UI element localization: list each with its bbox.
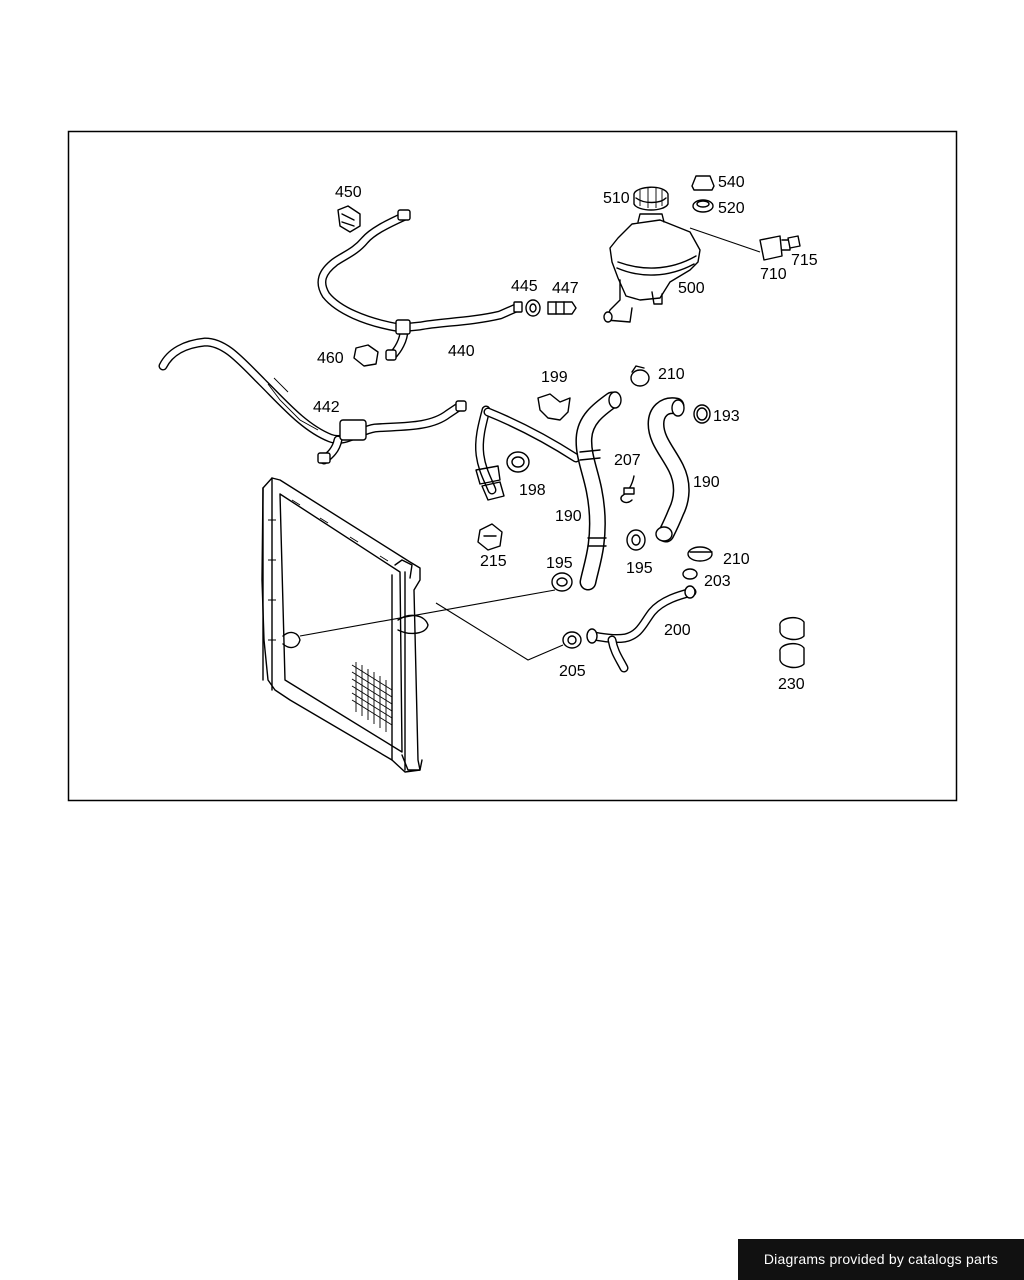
- leader-radiator-205: [435, 602, 564, 661]
- label-193: 193: [713, 408, 740, 425]
- radiator-fins: [351, 662, 393, 732]
- plug-540: [691, 175, 715, 191]
- clamp-210-top: [630, 365, 650, 387]
- label-447: 447: [552, 280, 579, 297]
- label-230: 230: [778, 676, 805, 693]
- label-440: 440: [448, 343, 475, 360]
- hose-440: [317, 209, 523, 361]
- label-203: 203: [704, 573, 731, 590]
- clamp-195-left: [551, 572, 573, 592]
- oring-203: [682, 568, 698, 580]
- clamp-207: [620, 475, 635, 504]
- leader-radiator-195: [299, 589, 556, 637]
- label-199: 199: [541, 369, 568, 386]
- clamp-445: [525, 299, 541, 317]
- label-215: 215: [480, 553, 507, 570]
- hose-190-right: [647, 397, 690, 543]
- oring-193: [693, 404, 711, 424]
- hose-200: [586, 585, 697, 673]
- clip-450: [337, 205, 361, 233]
- clamp-205: [562, 631, 582, 649]
- label-190-right: 190: [693, 474, 720, 491]
- cap-510: [633, 186, 669, 211]
- hose-442: [158, 337, 467, 465]
- radiator: [261, 477, 429, 773]
- sensor-715: [787, 235, 801, 249]
- label-715: 715: [791, 252, 818, 269]
- clamp-198: [506, 451, 530, 473]
- diagram-frame: [67, 130, 958, 802]
- label-210-top: 210: [658, 366, 685, 383]
- label-207: 207: [614, 452, 641, 469]
- label-442: 442: [313, 399, 340, 416]
- seal-520: [692, 199, 714, 213]
- label-445: 445: [511, 278, 538, 295]
- expansion-tank-500: [603, 213, 761, 323]
- sensor-710: [759, 235, 791, 261]
- clamp-195-right: [626, 529, 646, 551]
- clamp-210-bottom: [687, 546, 713, 562]
- clip-215: [477, 523, 503, 551]
- label-190-left: 190: [555, 508, 582, 525]
- clip-230: [779, 616, 805, 669]
- label-540: 540: [718, 174, 745, 191]
- label-460: 460: [317, 350, 344, 367]
- label-210-bottom: 210: [723, 551, 750, 568]
- clip-460: [353, 344, 379, 367]
- label-520: 520: [718, 200, 745, 217]
- label-510: 510: [603, 190, 630, 207]
- label-450: 450: [335, 184, 362, 201]
- clip-199: [537, 393, 571, 421]
- label-195-right: 195: [626, 560, 653, 577]
- label-500: 500: [678, 280, 705, 297]
- label-200: 200: [664, 622, 691, 639]
- label-195-left: 195: [546, 555, 573, 572]
- label-198: 198: [519, 482, 546, 499]
- credit-banner: Diagrams provided by catalogs parts: [738, 1239, 1024, 1280]
- connector-447: [547, 301, 577, 315]
- label-710: 710: [760, 266, 787, 283]
- hose-190-left: [475, 391, 622, 591]
- label-205: 205: [559, 663, 586, 680]
